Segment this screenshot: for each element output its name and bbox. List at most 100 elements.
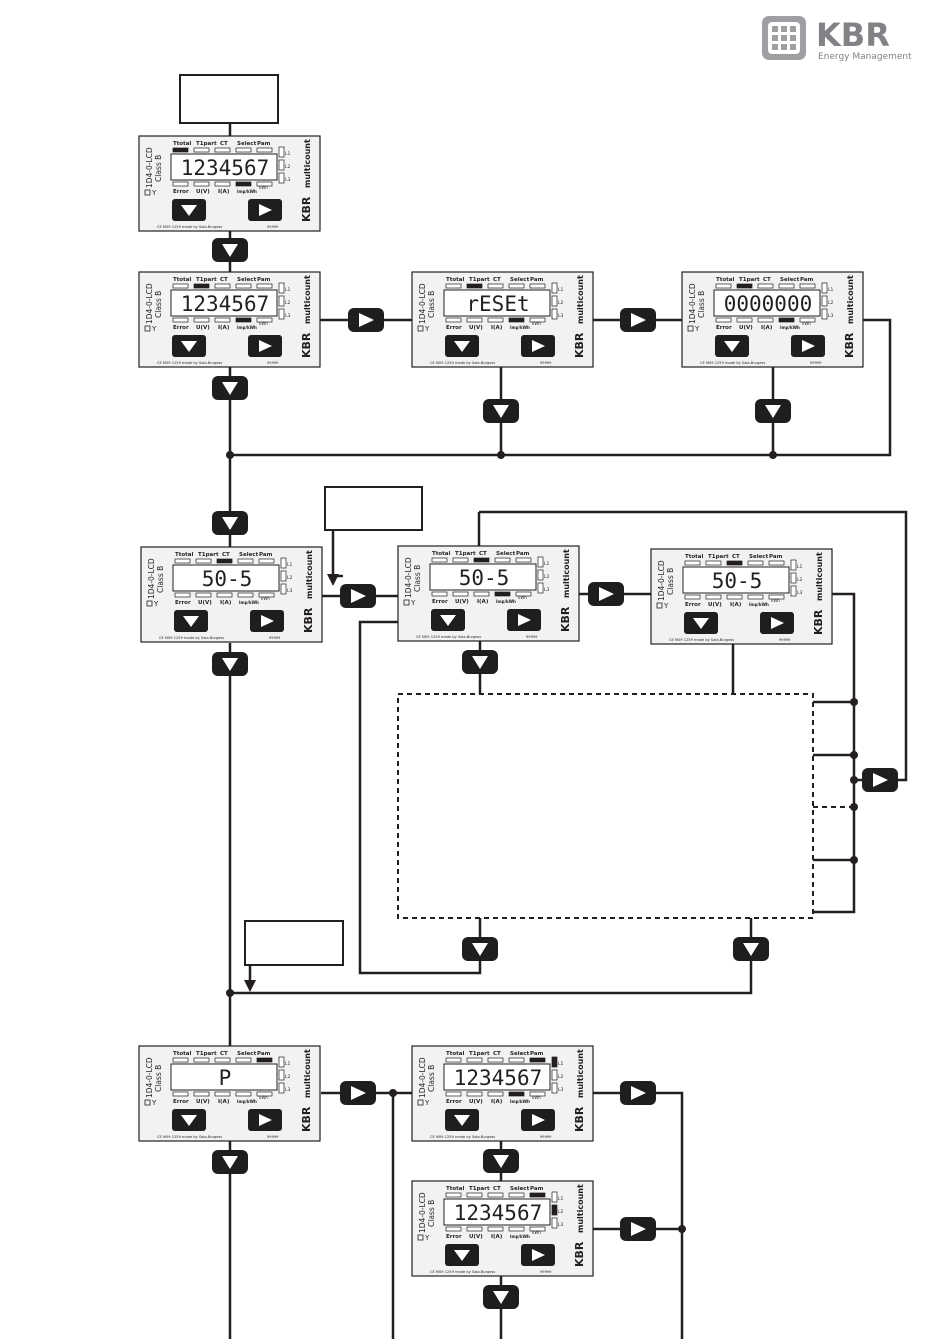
step-down-button[interactable] [462,937,498,961]
indicator-label: Select [510,277,530,283]
step-right-button[interactable] [348,308,384,332]
triangle-down-icon [222,382,238,395]
indicator-label: Select [496,551,516,557]
meter-footer-number: 99999 [526,635,538,639]
step-down-button[interactable] [462,650,498,674]
meter-right-button[interactable] [507,609,541,631]
meter-down-button[interactable] [445,335,479,357]
meter-footer: CE M09 1259 made by Saia-Burgess [669,638,734,642]
indicator-label: Select [510,1186,530,1192]
indicator-label: T1part [708,554,729,560]
phase-label: L2 [287,575,293,581]
indicator-label: Ttotal [716,277,735,283]
status-indicator [466,317,483,323]
step-right-button[interactable] [340,584,376,608]
meter-brand: KBR [300,1106,313,1132]
status-indicator [452,591,469,597]
tariff-indicator [508,1057,525,1063]
meter-down-button[interactable] [445,1109,479,1131]
indicator-label: U(V) [196,189,210,195]
phase-label: L3 [287,588,293,594]
unit-label: kWh [532,1230,541,1235]
lcd-window [170,153,278,181]
tariff-indicator [235,147,252,153]
indicator-label: Error [716,325,732,331]
antenna-icon: Y [694,325,700,333]
tariff-indicator [193,147,210,153]
status-indicator [757,317,774,323]
tariff-indicator [431,557,448,563]
meter-right-button[interactable] [250,610,284,632]
tariff-indicator [237,558,254,564]
meter-down-button[interactable] [172,199,206,221]
indicator-label: Pam [769,554,783,560]
lcd-value: rESEt [466,292,529,316]
status-indicator [214,181,231,187]
status-indicator [445,317,462,323]
lcd-value: 50-5 [202,567,253,591]
tariff-indicator [466,1057,483,1063]
indicator-label: Ttotal [446,277,465,283]
status-indicator [473,591,490,597]
step-down-button[interactable] [483,399,519,423]
meter-right-button[interactable] [248,1109,282,1131]
indicator-label: Error [173,1099,189,1105]
indicator-label: I(A) [730,602,742,608]
step-down-button[interactable] [212,238,248,262]
step-down-button[interactable] [212,376,248,400]
meter-down-button[interactable] [172,335,206,357]
meter-right-button[interactable] [521,1244,555,1266]
step-right-button[interactable] [620,308,656,332]
meter-right-button[interactable] [521,335,555,357]
step-down-button[interactable] [212,652,248,676]
step-down-button[interactable] [483,1149,519,1173]
meter-right-button[interactable] [248,335,282,357]
triangle-down-icon [493,405,509,418]
meter-right-button[interactable] [791,335,825,357]
step-right-button[interactable] [340,1081,376,1105]
indicator-label: T1part [469,277,490,283]
phase-indicator [280,570,287,582]
lcd-value: 50-5 [459,566,510,590]
class-label: Class B [154,291,163,318]
step-down-button[interactable] [733,937,769,961]
step-right-button[interactable] [862,768,898,792]
indicator-label: Error [175,600,191,606]
step-down-button[interactable] [212,1150,248,1174]
phase-label: L2 [285,164,291,170]
meter-down-button[interactable] [715,335,749,357]
tariff-indicator [726,560,743,566]
step-right-button[interactable] [620,1217,656,1241]
triangle-right-icon [259,1114,272,1126]
class-label: Class B [697,291,706,318]
step-down-button[interactable] [212,511,248,535]
meter-down-button[interactable] [431,609,465,631]
triangle-down-icon [454,341,470,352]
status-indicator [174,592,191,598]
triangle-right-icon [532,1114,545,1126]
meter-right-button[interactable] [521,1109,555,1131]
meter-right-button[interactable] [760,612,794,634]
step-down-button[interactable] [755,399,791,423]
indicator-label: T1part [196,1051,217,1057]
meter-down-button[interactable] [174,610,208,632]
triangle-down-icon [222,658,238,671]
side-label: 1D4-0-LCD [688,283,697,324]
phase-label: L2 [558,1209,564,1215]
triangle-right-icon [631,1222,646,1236]
status-square-icon [417,1099,424,1106]
meter-down-button[interactable] [684,612,718,634]
triangle-right-icon [351,589,366,603]
status-indicator [258,592,275,598]
tariff-indicator [452,557,469,563]
step-right-button[interactable] [620,1081,656,1105]
step-right-button[interactable] [588,582,624,606]
indicator-label: U(V) [708,602,722,608]
meter-down-button[interactable] [172,1109,206,1131]
meter-right-button[interactable] [248,199,282,221]
step-down-button[interactable] [483,1285,519,1309]
indicator-label: Select [749,554,769,560]
phase-label: L3 [797,590,803,596]
meter-down-button[interactable] [445,1244,479,1266]
